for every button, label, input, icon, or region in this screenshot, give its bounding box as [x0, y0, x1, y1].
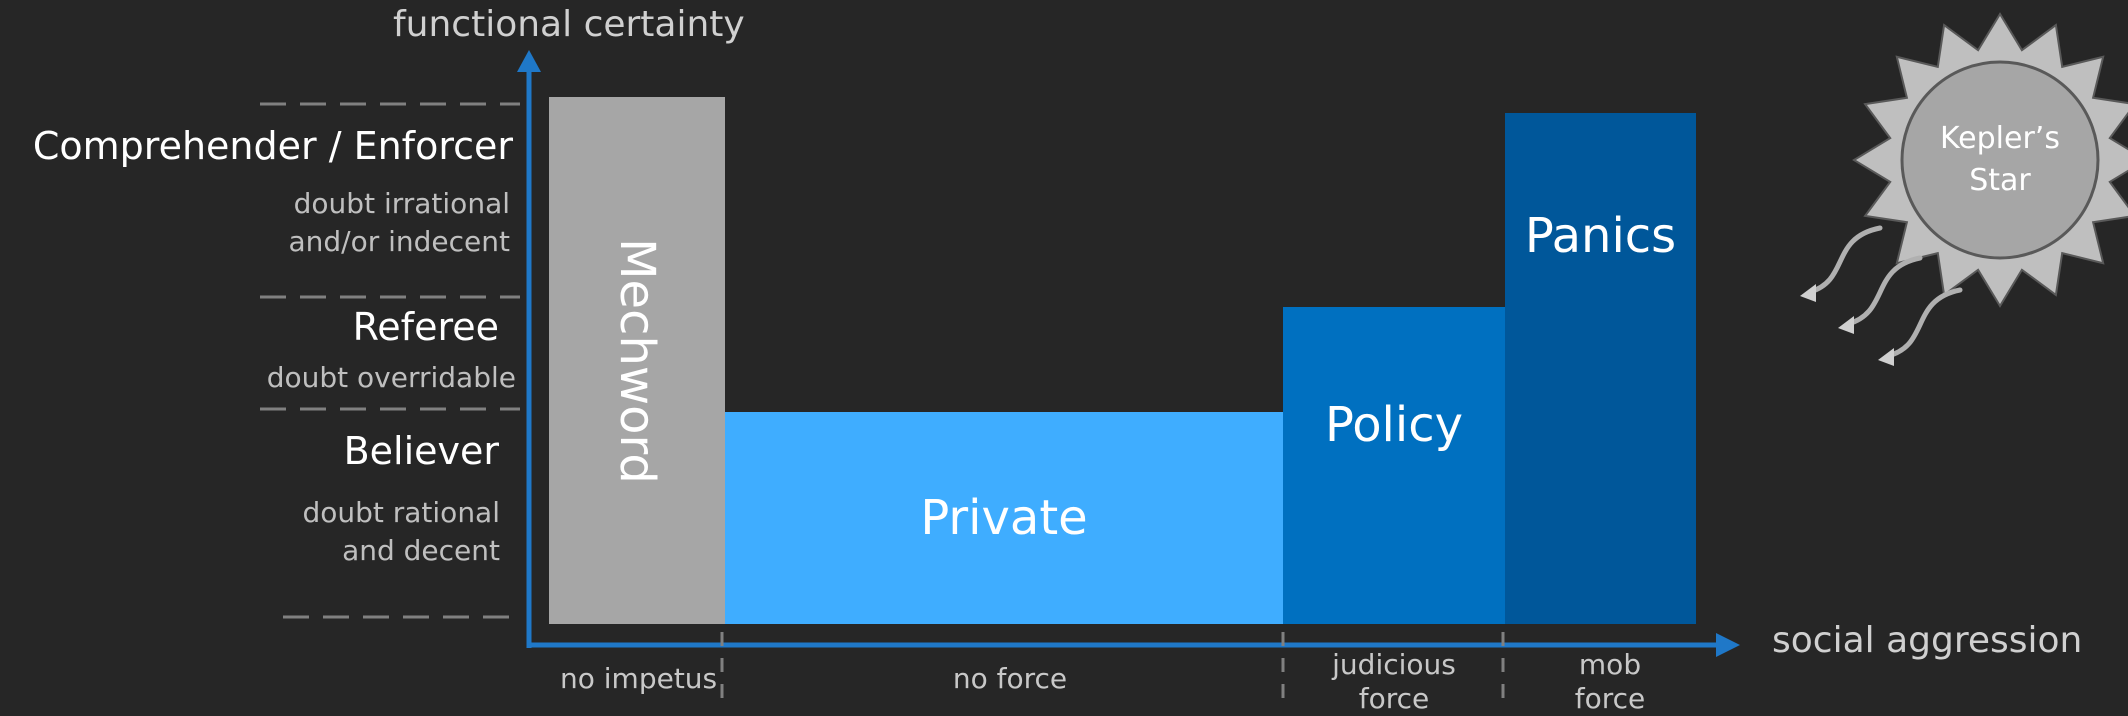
- block-private-label: Private: [920, 490, 1088, 546]
- level-comprehender-note-line: doubt irrational: [293, 187, 510, 220]
- kepler-star-label: Kepler’s Star: [1920, 118, 2080, 202]
- x-axis-title: social aggression: [1772, 620, 2083, 661]
- segment-mob-force: mob force: [1520, 648, 1700, 716]
- star-label-line: Star: [1969, 163, 2031, 198]
- segment-label-line: judicious: [1332, 648, 1456, 681]
- x-axis-arrowhead: [1716, 633, 1740, 657]
- block-private: Private: [725, 412, 1283, 624]
- segment-label-line: force: [1358, 682, 1430, 715]
- level-believer-note: doubt rational and decent: [302, 494, 500, 570]
- kepler-star-icon: [1852, 12, 2128, 308]
- star-label-line: Kepler’s: [1940, 121, 2060, 156]
- level-believer-note-line: and decent: [342, 534, 500, 567]
- segment-label-line: no impetus: [560, 662, 718, 695]
- block-mechword: Mechword: [549, 97, 725, 624]
- segment-no-impetus: no impetus: [560, 662, 718, 696]
- level-referee-note: doubt overridable: [267, 359, 516, 397]
- radiation-rays-icon: [1807, 225, 1963, 359]
- segment-label-line: mob: [1578, 648, 1642, 681]
- ray-arrowheads: [1800, 284, 1894, 366]
- level-comprehender-title: Comprehender / Enforcer: [32, 124, 513, 168]
- level-referee-note-line: doubt overridable: [266, 361, 516, 394]
- level-believer-title: Believer: [343, 429, 499, 473]
- y-axis-title: functional certainty: [393, 4, 745, 45]
- block-mechword-label: Mechword: [609, 237, 665, 484]
- level-comprehender-note-line: and/or indecent: [288, 225, 510, 258]
- segment-no-force: no force: [900, 662, 1120, 696]
- block-panics: Panics: [1505, 113, 1696, 624]
- block-policy: Policy: [1283, 307, 1505, 624]
- block-panics-label: Panics: [1524, 208, 1677, 264]
- segment-label-line: no force: [952, 662, 1068, 695]
- level-referee-title: Referee: [352, 305, 499, 349]
- y-axis-arrowhead: [517, 50, 541, 72]
- segment-label-line: force: [1574, 682, 1646, 715]
- level-comprehender-note: doubt irrational and/or indecent: [288, 185, 510, 261]
- level-believer-note-line: doubt rational: [302, 496, 500, 529]
- segment-judicious-force: judicious force: [1300, 648, 1488, 716]
- block-policy-label: Policy: [1324, 397, 1464, 453]
